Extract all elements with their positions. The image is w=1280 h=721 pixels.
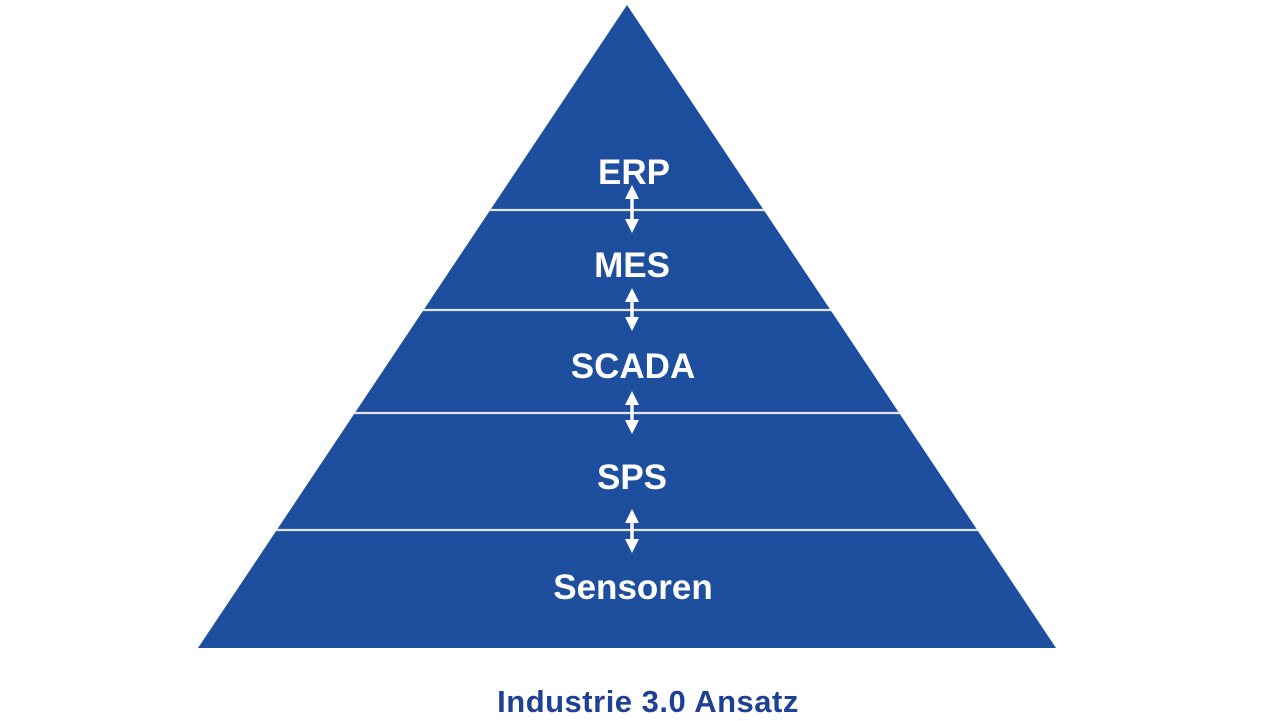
layer-label-mes: MES bbox=[594, 246, 670, 285]
layer-label-erp: ERP bbox=[598, 153, 670, 192]
layer-label-sensoren: Sensoren bbox=[553, 568, 713, 607]
bidirectional-arrow-icon bbox=[625, 509, 639, 553]
layer-label-scada: SCADA bbox=[571, 347, 695, 386]
bidirectional-arrow-icon bbox=[625, 288, 639, 331]
bidirectional-arrow-icon bbox=[625, 185, 639, 233]
pyramid-shape bbox=[198, 5, 1056, 648]
bidirectional-arrow-icon bbox=[625, 391, 639, 434]
layer-label-sps: SPS bbox=[597, 458, 667, 497]
diagram-caption: Industrie 3.0 Ansatz bbox=[497, 684, 799, 719]
